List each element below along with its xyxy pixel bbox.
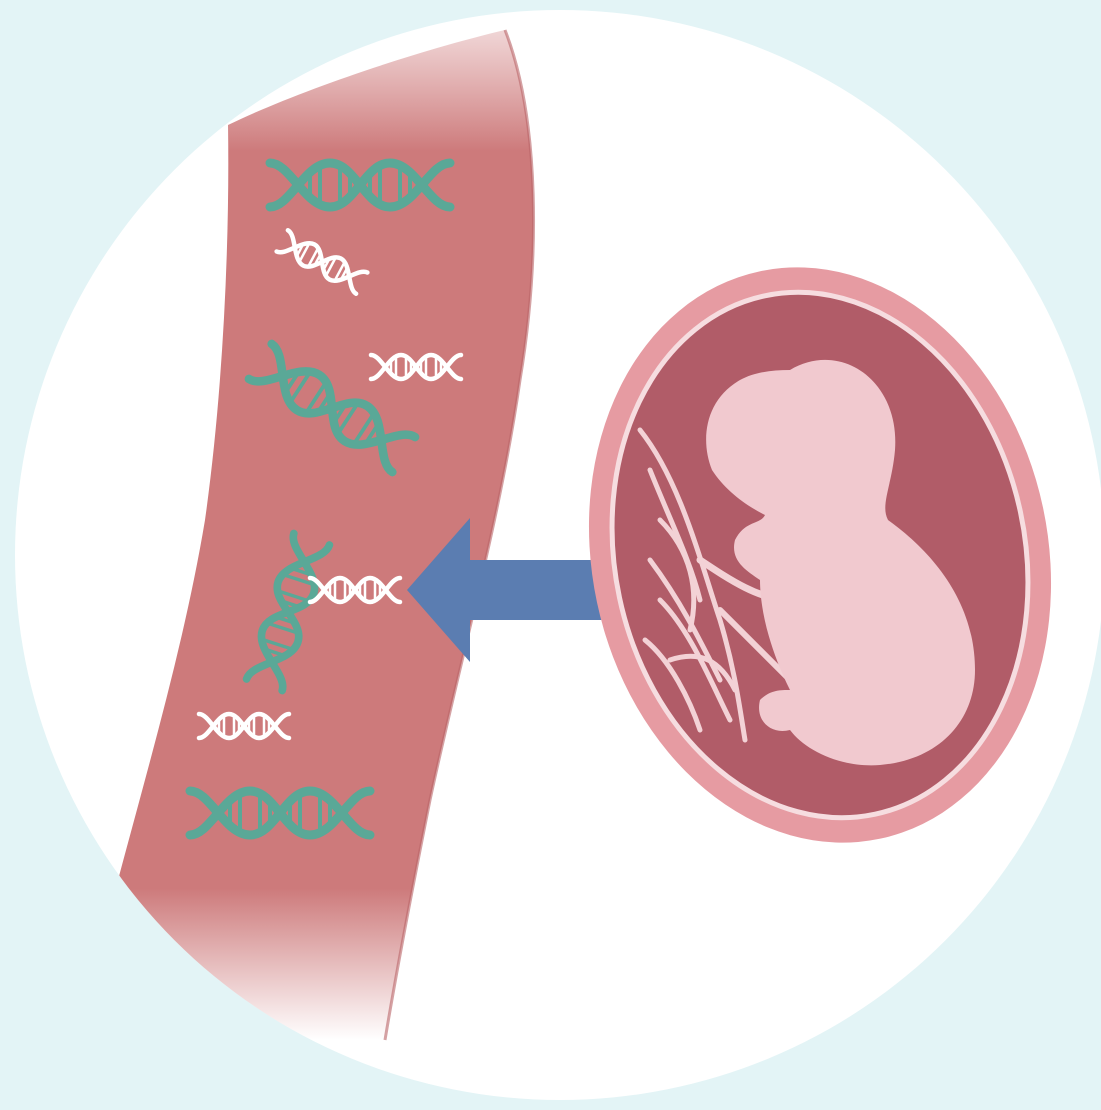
illustration-stage [0, 0, 1101, 1110]
cell-free-dna-illustration [0, 0, 1101, 1110]
